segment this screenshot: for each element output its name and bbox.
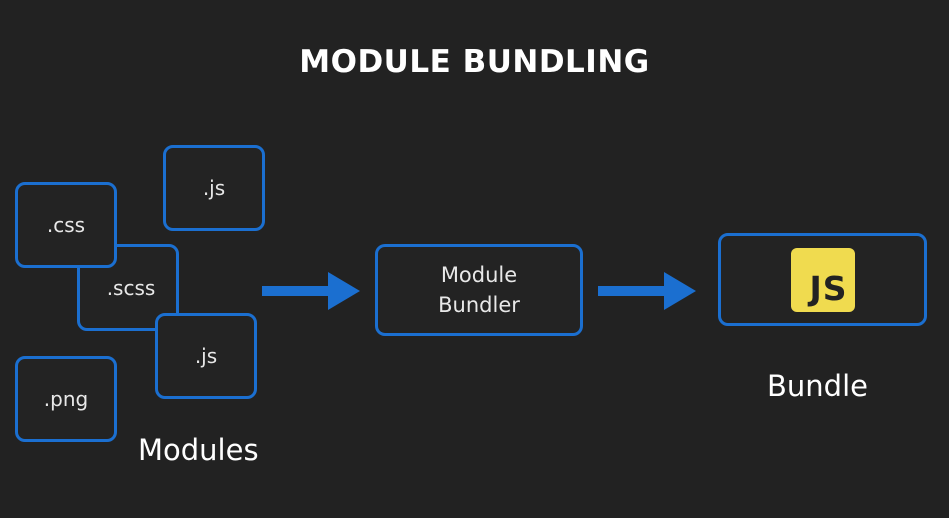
module-box-js-bottom: .js — [155, 313, 257, 399]
bundle-caption: Bundle — [767, 369, 868, 403]
module-label-js-bottom: .js — [194, 344, 218, 368]
diagram-title: MODULE BUNDLING — [299, 44, 650, 80]
module-box-scss: .scss — [77, 244, 179, 331]
javascript-logo-text: JS — [809, 268, 848, 308]
module-label-png: .png — [43, 387, 89, 411]
bundler-label-line1: Module — [440, 263, 518, 287]
module-box-png: .png — [15, 356, 117, 442]
modules-caption: Modules — [138, 433, 259, 467]
module-bundler-box: Module Bundler — [375, 244, 583, 336]
module-label-scss: .scss — [106, 275, 156, 300]
arrow-right-icon — [598, 272, 696, 310]
module-label-js-top: .js — [202, 176, 226, 200]
module-label-css: .css — [46, 213, 86, 237]
module-box-css: .css — [15, 182, 117, 268]
module-box-js-top: .js — [163, 145, 265, 231]
bundle-box: JS — [718, 233, 927, 326]
javascript-logo-icon: JS — [790, 247, 855, 312]
bundler-label-line2: Bundler — [438, 293, 520, 317]
arrow-right-icon — [262, 272, 360, 310]
